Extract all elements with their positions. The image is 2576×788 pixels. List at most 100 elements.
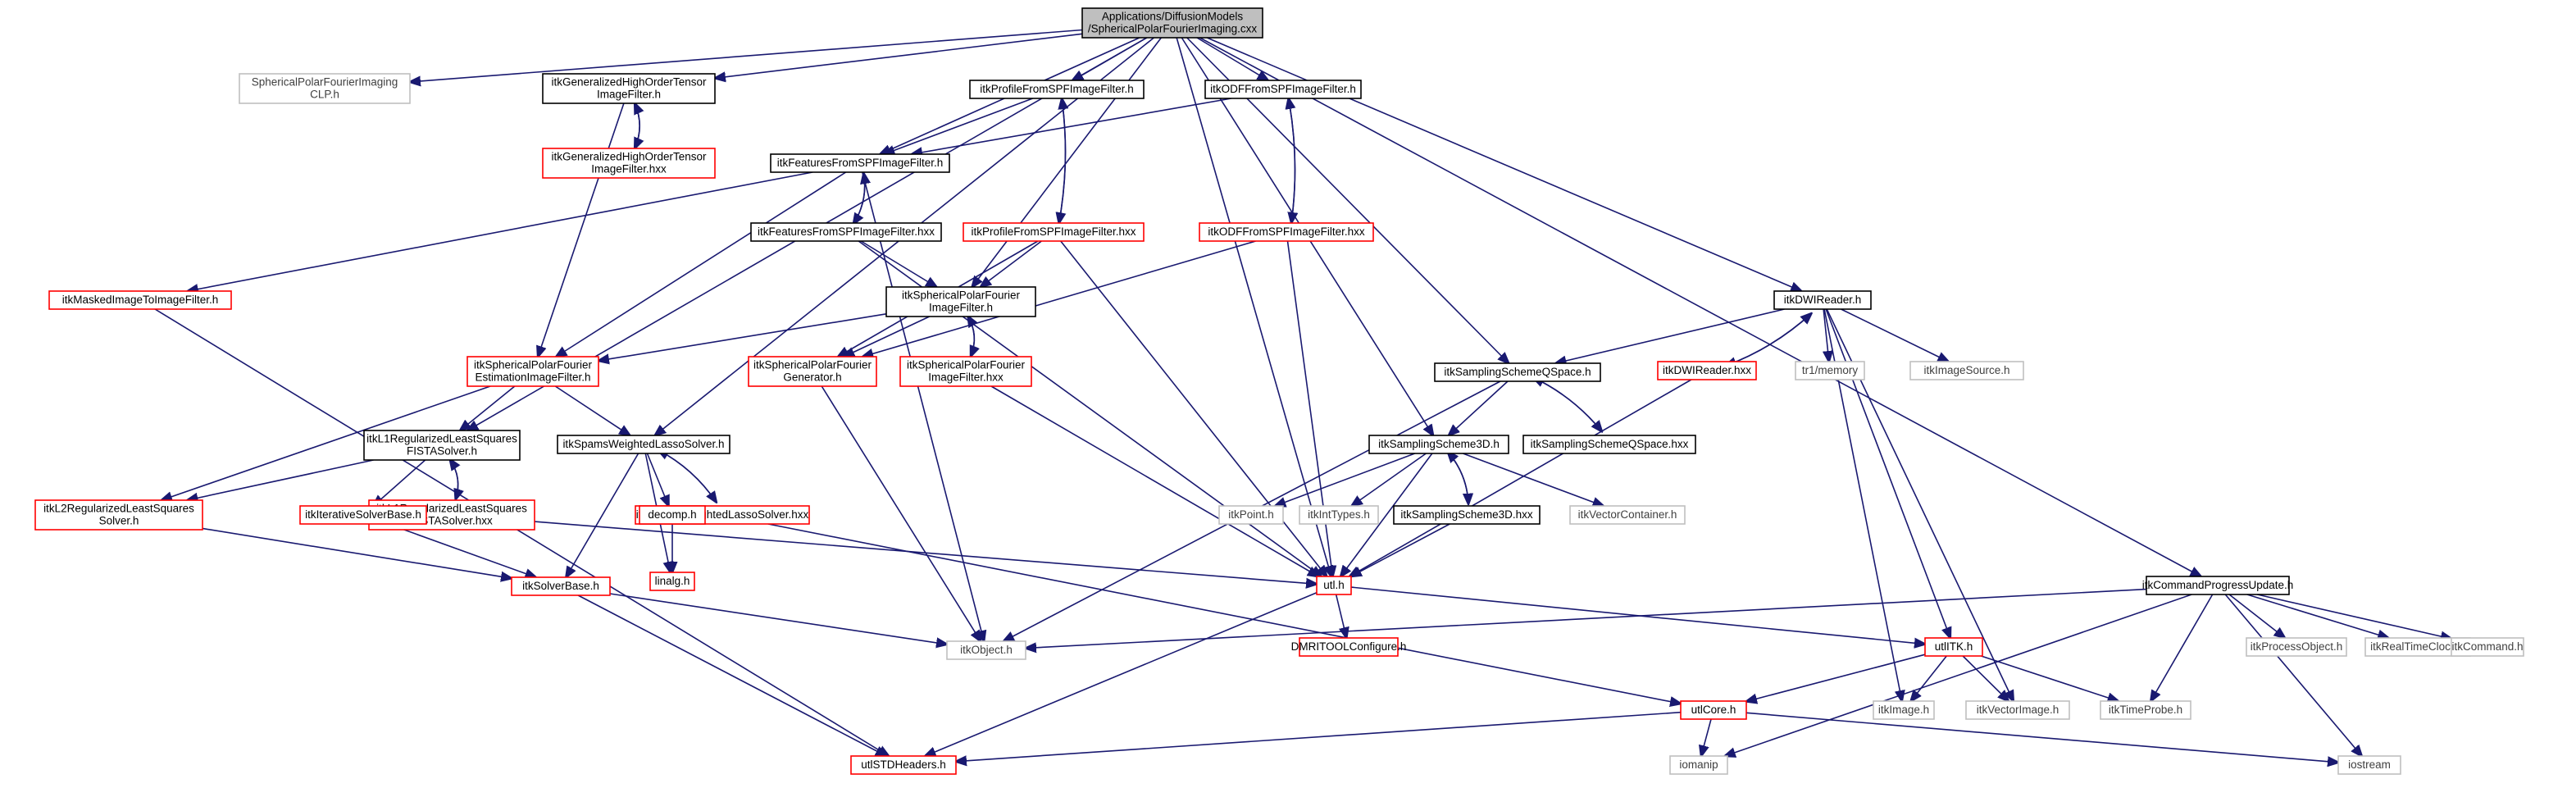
node-label: decomp.h xyxy=(648,508,696,521)
edge-utlITK-to-utlCore xyxy=(1746,654,1926,701)
node-label: itkFeaturesFromSPFImageFilter.hxx xyxy=(758,225,935,238)
node-label: itkSphericalPolarFourier xyxy=(753,359,872,371)
node-label: itkProfileFromSPFImageFilter.h xyxy=(980,83,1134,95)
node-dwiHxx[interactable]: itkDWIReader.hxx xyxy=(1657,361,1757,380)
node-spamsH[interactable]: itkSpamsWeightedLassoSolver.h xyxy=(557,435,730,454)
node-box xyxy=(1924,637,1983,657)
node-ssqH[interactable]: itkSamplingSchemeQSpace.h xyxy=(1434,362,1601,382)
node-utlITK[interactable]: utlITK.h xyxy=(1924,637,1983,657)
node-label: itkODFFromSPFImageFilter.h xyxy=(1210,83,1356,95)
edge-utlITK-to-vecImage xyxy=(1962,655,2009,701)
node-label: utlSTDHeaders.h xyxy=(861,758,946,771)
node-box xyxy=(1393,505,1541,525)
node-vecImage[interactable]: itkVectorImage.h xyxy=(1965,700,2070,720)
node-decomp[interactable]: decomp.h xyxy=(639,505,706,525)
edge-dwiH-to-imgSrc xyxy=(1841,308,1949,362)
edge-ss3H-to-utlh xyxy=(1340,453,1433,576)
node-iter[interactable]: itkIterativeSolverBase.h xyxy=(299,505,427,525)
node-intTypes[interactable]: itkIntTypes.h xyxy=(1299,505,1379,525)
node-label: itkSamplingSchemeQSpace.h xyxy=(1444,366,1591,378)
node-utlCore[interactable]: utlCore.h xyxy=(1680,700,1747,720)
node-label: itkImageSource.h xyxy=(1923,364,2009,376)
node-stdh[interactable]: utlSTDHeaders.h xyxy=(850,755,957,775)
node-box xyxy=(1522,435,1696,454)
node-rtClock[interactable]: itkRealTimeClock.h xyxy=(2364,637,2471,657)
node-ssqHxx[interactable]: itkSamplingSchemeQSpace.hxx xyxy=(1522,435,1696,454)
node-box xyxy=(899,356,1032,387)
node-point[interactable]: itkPoint.h xyxy=(1218,505,1284,525)
edge-ghotH-to-spfEst xyxy=(538,102,625,357)
node-label: DMRITOOLConfigure.h xyxy=(1291,640,1407,653)
node-label: utl.h xyxy=(1323,579,1345,591)
edge-featH-to-masked xyxy=(188,171,813,291)
node-label: itkProcessObject.h xyxy=(2251,640,2343,653)
node-featH[interactable]: itkFeaturesFromSPFImageFilter.h xyxy=(770,153,950,173)
node-ss3Hxx[interactable]: itkSamplingScheme3D.hxx xyxy=(1393,505,1541,525)
node-tr1[interactable]: tr1/memory xyxy=(1795,361,1865,380)
edge-utlCore-to-iomanip xyxy=(1701,718,1712,756)
node-ss3H[interactable]: itkSamplingScheme3D.h xyxy=(1368,435,1509,454)
node-odfHxx[interactable]: itkODFFromSPFImageFilter.hxx xyxy=(1199,222,1374,242)
node-box xyxy=(2246,637,2347,657)
edge-odfHxx-to-utlh xyxy=(1286,240,1332,576)
node-label: itkSpamsWeightedLassoSolver.h xyxy=(562,438,724,450)
node-imgSrc[interactable]: itkImageSource.h xyxy=(1909,361,2024,380)
node-profHxx[interactable]: itkProfileFromSPFImageFilter.hxx xyxy=(963,222,1145,242)
node-box xyxy=(639,505,706,525)
node-command[interactable]: itkCommand.h xyxy=(2451,637,2524,657)
edge-dwiH-to-dwiHxx xyxy=(1726,312,1813,366)
edge-spfGen-to-object xyxy=(821,385,981,641)
node-box xyxy=(1873,700,1935,720)
node-label: ImageFilter.h xyxy=(929,302,993,314)
node-label: Applications/DiffusionModels xyxy=(1102,11,1244,23)
node-box xyxy=(1909,361,2024,380)
node-vecCont[interactable]: itkVectorContainer.h xyxy=(1569,505,1686,525)
node-dwiH[interactable]: itkDWIReader.h xyxy=(1773,290,1872,310)
node-root[interactable]: Applications/DiffusionModels/SphericalPo… xyxy=(1081,7,1263,39)
node-procObj[interactable]: itkProcessObject.h xyxy=(2246,637,2347,657)
edge-root-to-dwiH xyxy=(1206,37,1801,291)
node-iostream[interactable]: iostream xyxy=(2337,755,2401,775)
node-timeProbe[interactable]: itkTimeProbe.h xyxy=(2100,700,2191,720)
node-image[interactable]: itkImage.h xyxy=(1873,700,1935,720)
node-box xyxy=(1204,80,1362,99)
node-cmdProg[interactable]: itkCommandProgressUpdate.h xyxy=(2142,576,2294,595)
edge-cmdProg-to-procObj xyxy=(2228,594,2285,638)
edge-ssqH-to-ssqHxx xyxy=(1532,376,1602,431)
edges-layer xyxy=(154,29,2451,763)
node-profH[interactable]: itkProfileFromSPFImageFilter.h xyxy=(969,80,1145,99)
edge-ss3Hxx-to-ss3H xyxy=(1448,452,1469,504)
node-label: itkVectorImage.h xyxy=(1977,704,2059,716)
edge-featHxx-to-featH xyxy=(853,173,865,225)
node-solverBase[interactable]: itkSolverBase.h xyxy=(511,576,611,596)
node-spfEst[interactable]: itkSphericalPolarFourierEstimationImageF… xyxy=(467,356,599,387)
node-box xyxy=(467,356,599,387)
node-label: iomanip xyxy=(1679,758,1718,771)
node-featHxx[interactable]: itkFeaturesFromSPFImageFilter.hxx xyxy=(750,222,942,242)
node-iomanip[interactable]: iomanip xyxy=(1669,755,1728,775)
node-box xyxy=(1368,435,1509,454)
node-masked[interactable]: itkMaskedImageToImageFilter.h xyxy=(48,290,232,310)
node-linalg[interactable]: linalg.h xyxy=(649,572,695,591)
node-fistaH[interactable]: itkL1RegularizedLeastSquaresFISTASolver.… xyxy=(363,430,521,461)
edge-root-to-odfH xyxy=(1196,37,1268,80)
node-box xyxy=(1434,362,1601,382)
edge-solverBase-to-stdh xyxy=(577,594,886,756)
edge-odfH-to-featH xyxy=(912,98,1232,154)
node-label: itkMaskedImageToImageFilter.h xyxy=(62,294,219,306)
node-label: itkObject.h xyxy=(960,644,1013,656)
node-dmri[interactable]: DMRITOOLConfigure.h xyxy=(1291,637,1407,657)
node-ghotH[interactable]: itkGeneralizedHighOrderTensorImageFilter… xyxy=(542,73,716,104)
node-box xyxy=(2100,700,2191,720)
node-odfH[interactable]: itkODFFromSPFImageFilter.h xyxy=(1204,80,1362,99)
node-ghotHxx[interactable]: itkGeneralizedHighOrderTensorImageFilter… xyxy=(542,148,716,179)
node-box xyxy=(770,153,950,173)
node-utlh[interactable]: utl.h xyxy=(1316,576,1352,595)
node-object[interactable]: itkObject.h xyxy=(946,640,1026,660)
edge-l2-to-solverBase xyxy=(202,527,512,578)
